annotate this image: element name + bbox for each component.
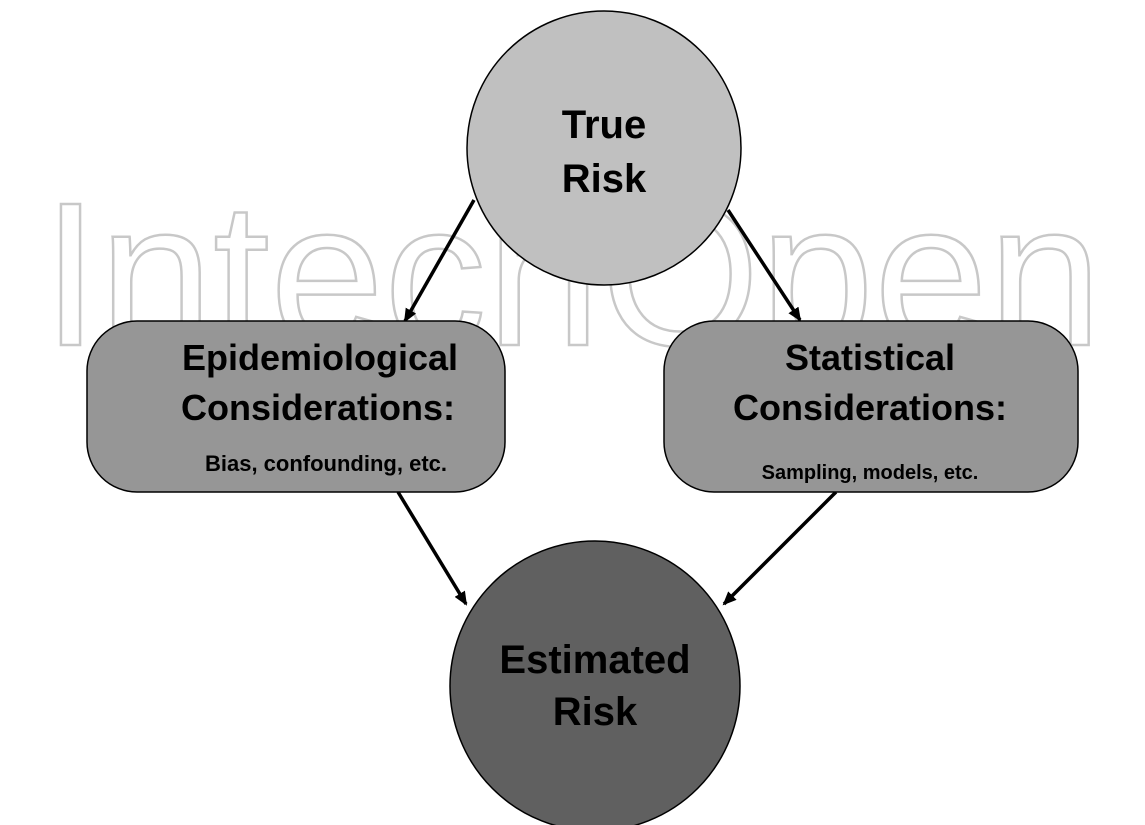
epidemiological-title-line1: Epidemiological [182, 337, 458, 378]
statistical-title-line2: Considerations: [733, 387, 1007, 428]
edges [396, 199, 838, 606]
epidemiological-detail: Bias, confounding, etc. [205, 451, 447, 476]
node-true-risk: True Risk [466, 10, 742, 286]
epidemiological-box [86, 320, 506, 493]
estimated-risk-line1: Estimated [499, 638, 690, 682]
edge-epidemiological-to-estimated [396, 491, 468, 606]
edge-statistical-to-estimated [722, 490, 838, 606]
epidemiological-title-line2: Considerations: [181, 387, 455, 428]
estimated-risk-circle [449, 540, 741, 825]
node-epidemiological: Epidemiological Considerations: Bias, co… [86, 320, 506, 493]
statistical-box [663, 320, 1079, 493]
estimated-risk-line2: Risk [553, 690, 638, 734]
true-risk-line2: Risk [562, 157, 647, 201]
edge-true-to-epidemiological [403, 199, 476, 323]
node-statistical: Statistical Considerations: Sampling, mo… [663, 320, 1079, 493]
edge-true-to-statistical [726, 209, 802, 322]
statistical-title-line1: Statistical [785, 337, 955, 378]
true-risk-circle [466, 10, 742, 286]
true-risk-line1: True [562, 103, 646, 147]
node-estimated-risk: Estimated Risk [449, 540, 741, 825]
statistical-detail: Sampling, models, etc. [762, 462, 979, 484]
